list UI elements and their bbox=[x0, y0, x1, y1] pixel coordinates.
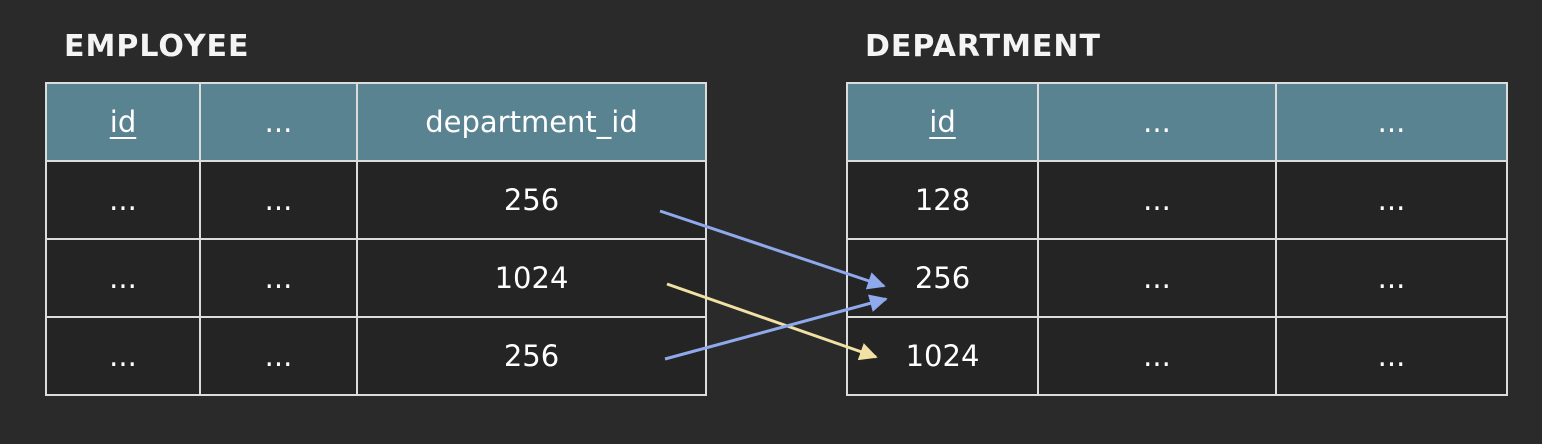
employee-cell-id: ... bbox=[45, 238, 201, 318]
department-cell-other: ... bbox=[1037, 160, 1277, 240]
department-cell-id: 256 bbox=[846, 238, 1039, 318]
employee-cell-department-id: 256 bbox=[356, 160, 707, 240]
department-table: id ... ... 128 ... ... 256 ... ... 1024 … bbox=[846, 82, 1508, 396]
department-header-row: id ... ... bbox=[846, 82, 1508, 162]
employee-cell-other: ... bbox=[199, 316, 358, 396]
department-cell-id: 1024 bbox=[846, 316, 1039, 396]
table-row: 128 ... ... bbox=[846, 160, 1508, 240]
employee-cell-other: ... bbox=[199, 160, 358, 240]
employee-table-title: EMPLOYEE bbox=[64, 29, 250, 64]
department-header-other: ... bbox=[1275, 82, 1508, 162]
department-header-other: ... bbox=[1037, 82, 1277, 162]
department-cell-other: ... bbox=[1037, 238, 1277, 318]
employee-cell-department-id: 256 bbox=[356, 316, 707, 396]
department-cell-other: ... bbox=[1275, 160, 1508, 240]
department-cell-other: ... bbox=[1275, 238, 1508, 318]
table-row: ... ... 256 bbox=[45, 160, 707, 240]
table-row: 256 ... ... bbox=[846, 238, 1508, 318]
employee-header-row: id ... department_id bbox=[45, 82, 707, 162]
employee-table: id ... department_id ... ... 256 ... ...… bbox=[45, 82, 707, 396]
employee-header-other: ... bbox=[199, 82, 358, 162]
employee-header-department-id: department_id bbox=[356, 82, 707, 162]
department-primary-key-label: id bbox=[929, 105, 956, 139]
department-cell-other: ... bbox=[1275, 316, 1508, 396]
department-cell-id: 128 bbox=[846, 160, 1039, 240]
employee-cell-id: ... bbox=[45, 160, 201, 240]
employee-primary-key-label: id bbox=[109, 105, 137, 139]
department-cell-other: ... bbox=[1037, 316, 1277, 396]
table-row: ... ... 1024 bbox=[45, 238, 707, 318]
employee-header-id: id bbox=[45, 82, 201, 162]
employee-cell-department-id: 1024 bbox=[356, 238, 707, 318]
department-table-title: DEPARTMENT bbox=[865, 29, 1101, 64]
employee-cell-other: ... bbox=[199, 238, 358, 318]
employee-cell-id: ... bbox=[45, 316, 201, 396]
table-row: 1024 ... ... bbox=[846, 316, 1508, 396]
table-row: ... ... 256 bbox=[45, 316, 707, 396]
department-header-id: id bbox=[846, 82, 1039, 162]
